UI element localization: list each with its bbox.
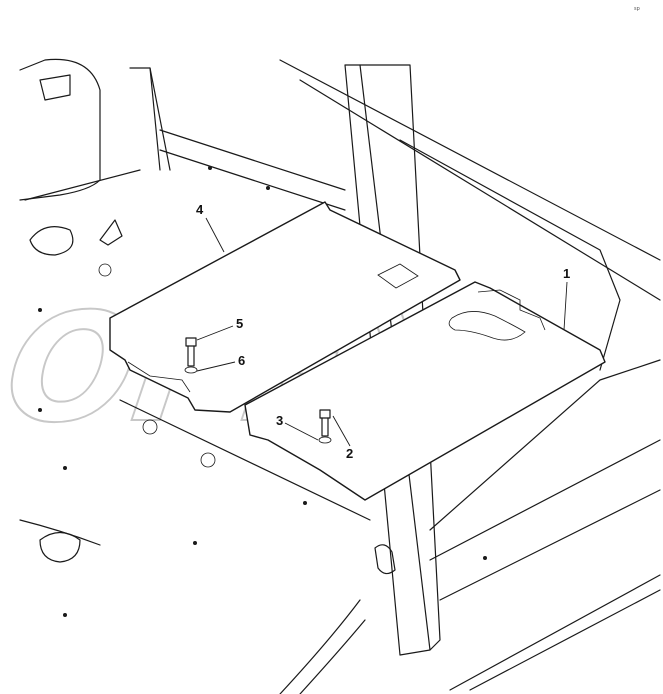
floor-panel-4	[109, 201, 461, 413]
callout-6: 6	[238, 353, 245, 368]
callout-5: 5	[236, 316, 243, 331]
callout-2: 2	[346, 446, 353, 461]
cab-floor	[19, 58, 661, 694]
floor-panel-1	[244, 281, 606, 501]
bolt-5	[184, 337, 198, 374]
leader-lines	[196, 217, 568, 447]
callout-3: 3	[276, 413, 283, 428]
bolt-2	[318, 409, 332, 444]
callout-1: 1	[563, 266, 570, 281]
corner-mark: sp	[634, 6, 640, 12]
callout-4: 4	[196, 202, 204, 217]
